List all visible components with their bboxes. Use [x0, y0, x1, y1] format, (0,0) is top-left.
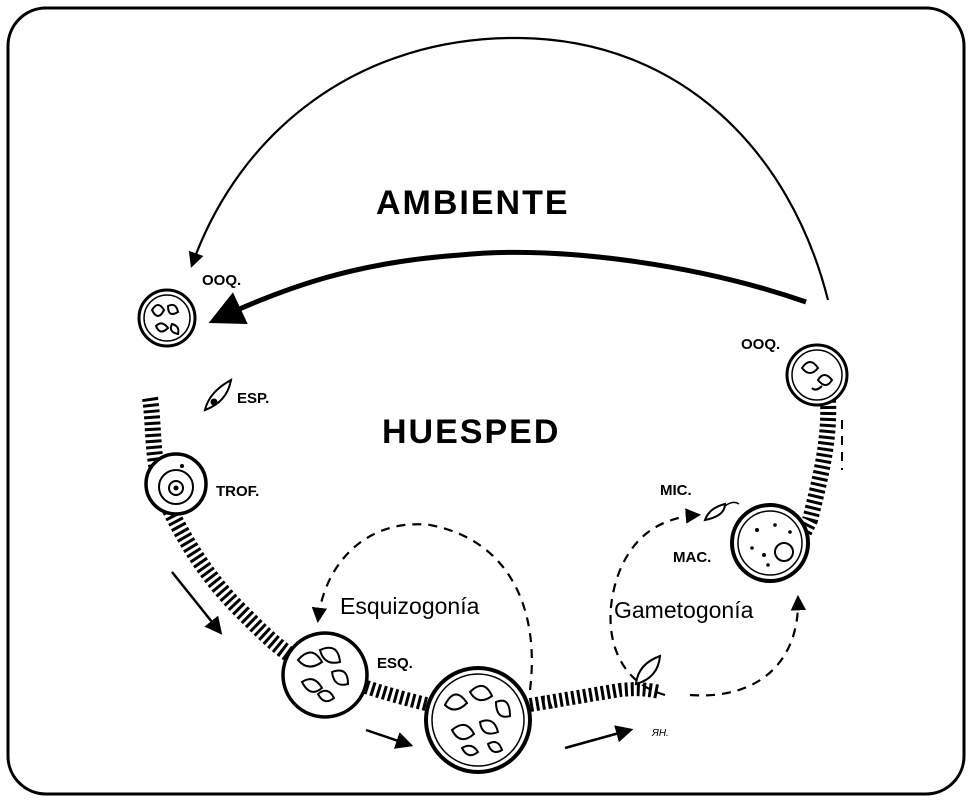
epithelium-left [150, 398, 320, 670]
label-trophozoite: TROF. [216, 483, 259, 500]
schizont-cell-2 [426, 668, 530, 772]
region-environment-label: AMBIENTE [376, 184, 570, 222]
label-gametogony: Gametogonía [614, 597, 754, 623]
sporozoite-icon [205, 380, 231, 410]
label-macrogamete: MAC. [673, 549, 711, 566]
label-oocyst-environment: OOQ. [202, 272, 241, 289]
label-oocyst-host: OOQ. [741, 336, 780, 353]
schizont-cell-1 [283, 633, 367, 717]
region-host-label: HUESPED [382, 413, 560, 451]
arc-arrow-outer [192, 38, 828, 300]
arc-arrow-inner [215, 252, 806, 320]
trophozoite-cell [146, 454, 206, 514]
flow-arrow-3 [565, 730, 630, 748]
microgamete-icon [705, 502, 739, 520]
merozoite-icon [636, 656, 660, 684]
macrogamete-cell [732, 505, 808, 581]
label-microgamete: MIC. [660, 482, 692, 499]
artist-signature: ЯН. [651, 728, 669, 739]
label-schizogony: Esquizogonía [340, 593, 480, 619]
epithelium-bottom-right [530, 689, 660, 705]
flow-arrow-2 [366, 730, 410, 745]
flow-arrow-1 [172, 572, 220, 632]
oocyst-host [787, 345, 847, 405]
oocyst-environment [139, 290, 195, 346]
label-schizont: ESQ. [377, 655, 413, 672]
epithelium-bottom [360, 685, 430, 705]
label-sporozoite: ESP. [237, 390, 269, 407]
